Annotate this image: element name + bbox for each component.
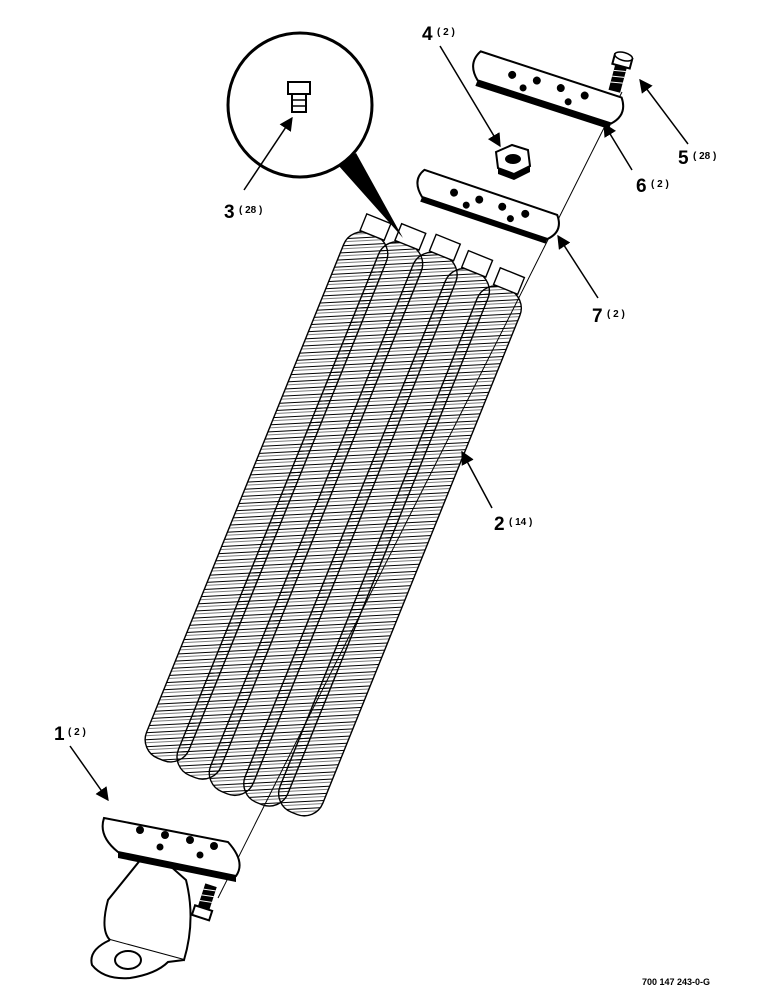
top-plate-lower bbox=[416, 168, 560, 244]
svg-text:( 2 ): ( 2 ) bbox=[68, 727, 86, 738]
lug-hole bbox=[114, 950, 142, 970]
svg-text:4: 4 bbox=[422, 24, 433, 45]
svg-text:( 28 ): ( 28 ) bbox=[693, 151, 716, 162]
svg-text:1: 1 bbox=[54, 724, 65, 745]
svg-text:7: 7 bbox=[592, 306, 603, 327]
callout-5: 5 ( 28 ) bbox=[678, 148, 716, 169]
leader-1 bbox=[69, 745, 109, 802]
leader-6 bbox=[603, 122, 633, 171]
callout-3: 3 ( 28 ) bbox=[224, 202, 262, 223]
spring-bundle bbox=[144, 212, 526, 817]
leader-2 bbox=[461, 450, 493, 509]
callout-2: 2 ( 14 ) bbox=[494, 514, 532, 535]
callout-4: 4 ( 2 ) bbox=[422, 24, 455, 45]
detail-plug bbox=[287, 81, 311, 113]
svg-text:5: 5 bbox=[678, 148, 689, 169]
svg-text:( 2 ): ( 2 ) bbox=[651, 179, 669, 190]
svg-text:( 28 ): ( 28 ) bbox=[239, 205, 262, 216]
svg-text:3: 3 bbox=[224, 202, 235, 223]
callout-7: 7 ( 2 ) bbox=[592, 306, 625, 327]
svg-text:( 2 ): ( 2 ) bbox=[437, 27, 455, 38]
drawing-number: 700 147 243-0-G bbox=[642, 977, 710, 987]
leader-lines bbox=[69, 45, 689, 802]
leader-5 bbox=[639, 78, 689, 145]
top-plate-upper bbox=[472, 50, 625, 130]
svg-text:2: 2 bbox=[494, 514, 505, 535]
callout-1: 1 ( 2 ) bbox=[54, 724, 86, 745]
callout-6: 6 ( 2 ) bbox=[636, 176, 669, 197]
bolt-top bbox=[608, 51, 634, 93]
hex-nut bbox=[494, 143, 532, 180]
leader-3 bbox=[243, 116, 293, 191]
bolt-bottom bbox=[190, 883, 217, 922]
svg-text:( 2 ): ( 2 ) bbox=[607, 309, 625, 320]
svg-text:6: 6 bbox=[636, 176, 647, 197]
spring-end-plugs bbox=[359, 212, 526, 296]
detail-bubble bbox=[226, 31, 403, 238]
svg-text:( 14 ): ( 14 ) bbox=[509, 517, 532, 528]
leader-4 bbox=[439, 45, 501, 148]
leader-7 bbox=[557, 234, 599, 299]
bottom-plate-with-lug bbox=[90, 816, 241, 980]
